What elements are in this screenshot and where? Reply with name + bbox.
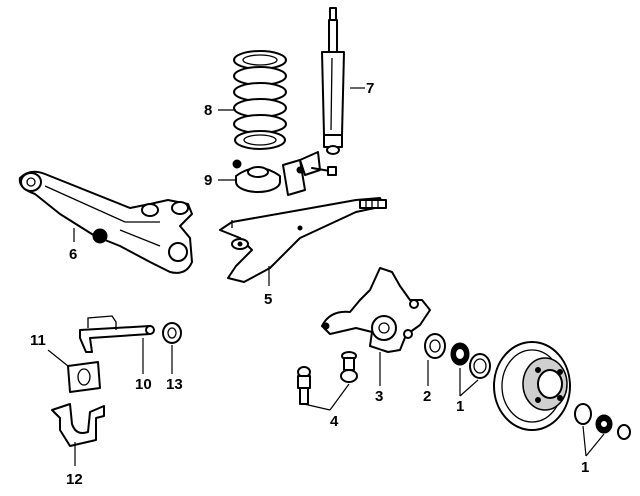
callout-1-inner: 1 [456, 398, 464, 415]
shock-bracket [282, 151, 337, 196]
callout-13: 13 [166, 376, 183, 393]
callout-11: 11 [30, 332, 46, 349]
stabilizer-bracket [51, 403, 105, 447]
grease-seal [424, 333, 446, 359]
ball-joints [297, 351, 358, 405]
outer-bearing [574, 403, 631, 440]
callout-1-outer: 1 [581, 459, 589, 476]
callout-12: 12 [66, 471, 83, 488]
callout-10: 10 [135, 376, 152, 393]
callout-6: 6 [69, 246, 77, 263]
callout-3: 3 [375, 388, 383, 405]
lower-control-arm [18, 170, 193, 274]
coil-spring [233, 50, 287, 150]
callout-2: 2 [423, 388, 431, 405]
spring-insulator [232, 159, 281, 193]
shock-absorber [321, 7, 345, 155]
steering-knuckle [321, 267, 431, 353]
callout-7: 7 [366, 80, 374, 97]
callout-8: 8 [204, 102, 212, 119]
stabilizer-bushing [162, 322, 182, 344]
inner-bearing [450, 342, 491, 379]
callout-5: 5 [264, 291, 272, 308]
upper-control-arm [219, 197, 387, 283]
brake-rotor [493, 341, 571, 431]
callout-9: 9 [204, 172, 212, 189]
leader-lines [47, 87, 605, 466]
callout-4: 4 [330, 413, 339, 430]
stabilizer-insulator [67, 361, 101, 393]
stabilizer-bar [79, 315, 155, 353]
